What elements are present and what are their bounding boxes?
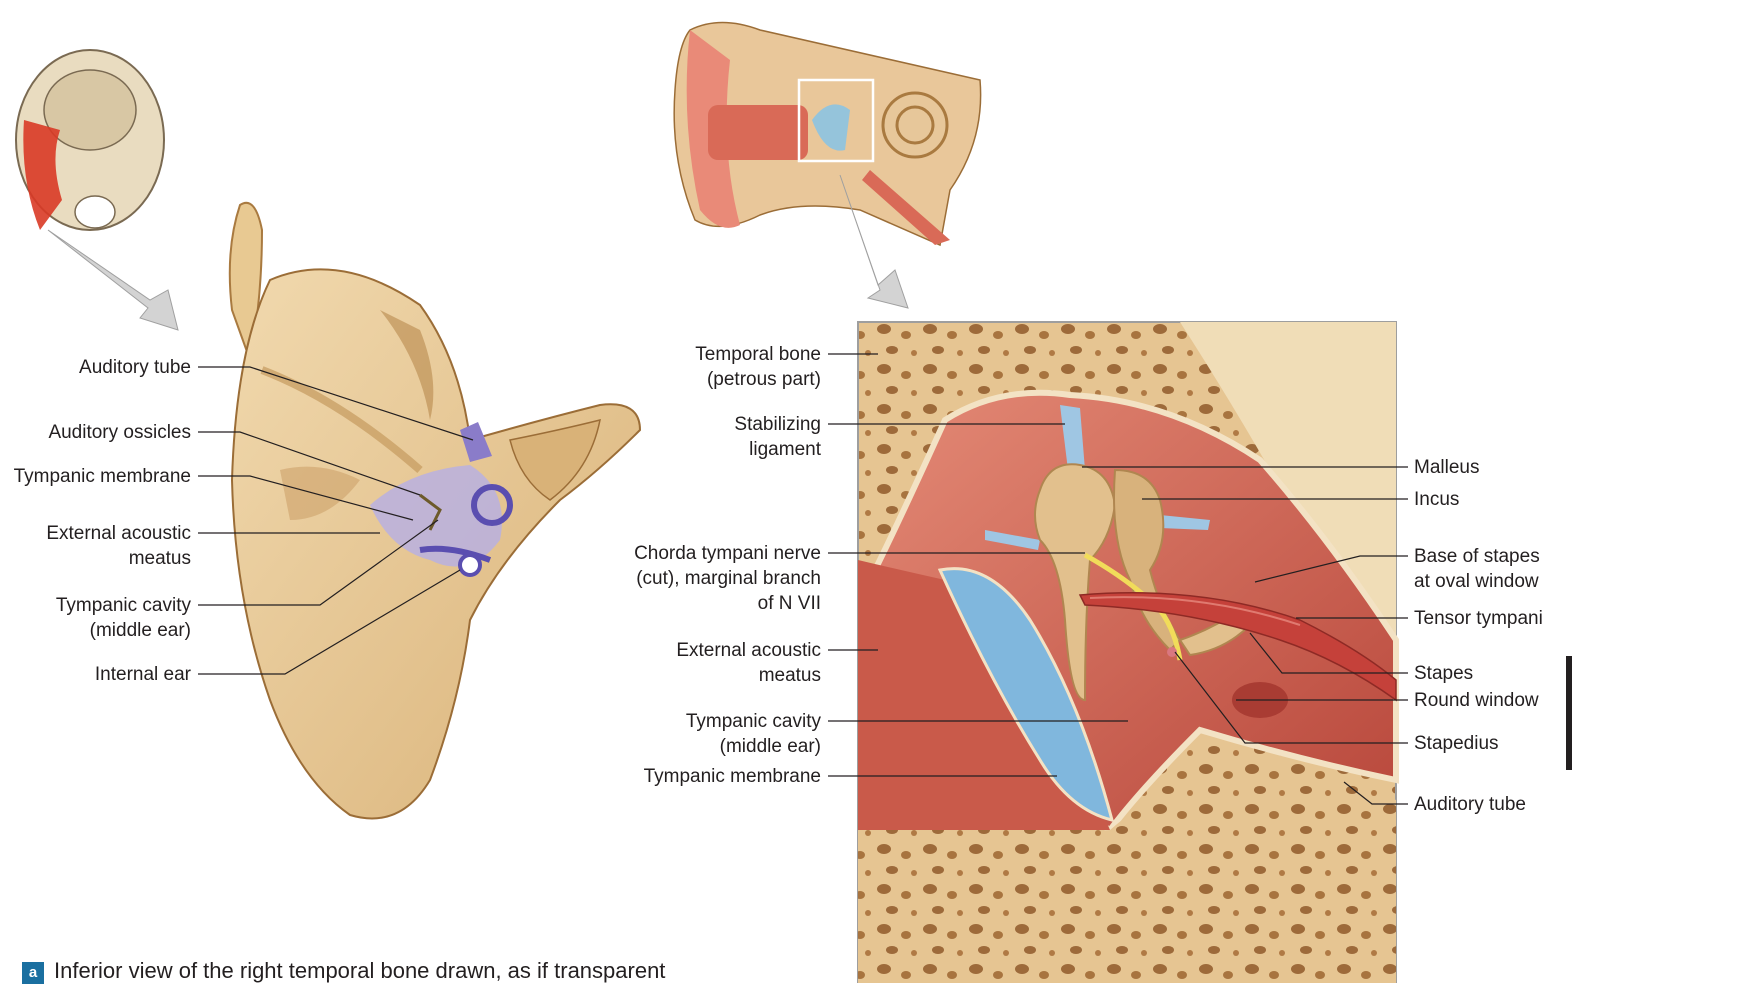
skull-inset <box>16 50 164 230</box>
label-stabilizing-ligament: Stabilizing ligament <box>711 412 821 462</box>
label-external-acoustic-meatus-right: External acoustic meatus <box>651 638 821 688</box>
caption-badge: a <box>22 962 44 984</box>
label-round-window: Round window <box>1414 688 1539 713</box>
figure-caption: Inferior view of the right temporal bone… <box>54 958 665 984</box>
label-malleus: Malleus <box>1414 455 1479 480</box>
middle-ear-detail <box>858 322 1396 983</box>
label-internal-ear: Internal ear <box>95 662 191 687</box>
label-stapes: Stapes <box>1414 661 1473 686</box>
label-auditory-tube-right: Auditory tube <box>1414 792 1526 817</box>
label-tympanic-membrane-right: Tympanic membrane <box>644 764 821 789</box>
label-tensor-tympani: Tensor tympani <box>1414 606 1543 631</box>
label-auditory-tube-left: Auditory tube <box>79 355 191 380</box>
label-temporal-bone: Temporal bone (petrous part) <box>671 342 821 392</box>
page-edge-mark <box>1566 656 1572 770</box>
label-chorda-tympani: Chorda tympani nerve (cut), marginal bra… <box>631 541 821 616</box>
pointer-arrow <box>48 230 178 330</box>
label-incus: Incus <box>1414 487 1459 512</box>
label-tympanic-cavity-left: Tympanic cavity (middle ear) <box>31 593 191 643</box>
label-tympanic-cavity-right: Tympanic cavity (middle ear) <box>661 709 821 759</box>
ear-inset <box>674 23 980 246</box>
label-auditory-ossicles: Auditory ossicles <box>48 420 191 445</box>
label-base-of-stapes: Base of stapes at oval window <box>1414 544 1554 594</box>
label-external-acoustic-meatus-left: External acoustic meatus <box>21 521 191 571</box>
temporal-bone-drawing <box>230 203 640 819</box>
label-stapedius: Stapedius <box>1414 731 1499 756</box>
label-tympanic-membrane-left: Tympanic membrane <box>14 464 191 489</box>
